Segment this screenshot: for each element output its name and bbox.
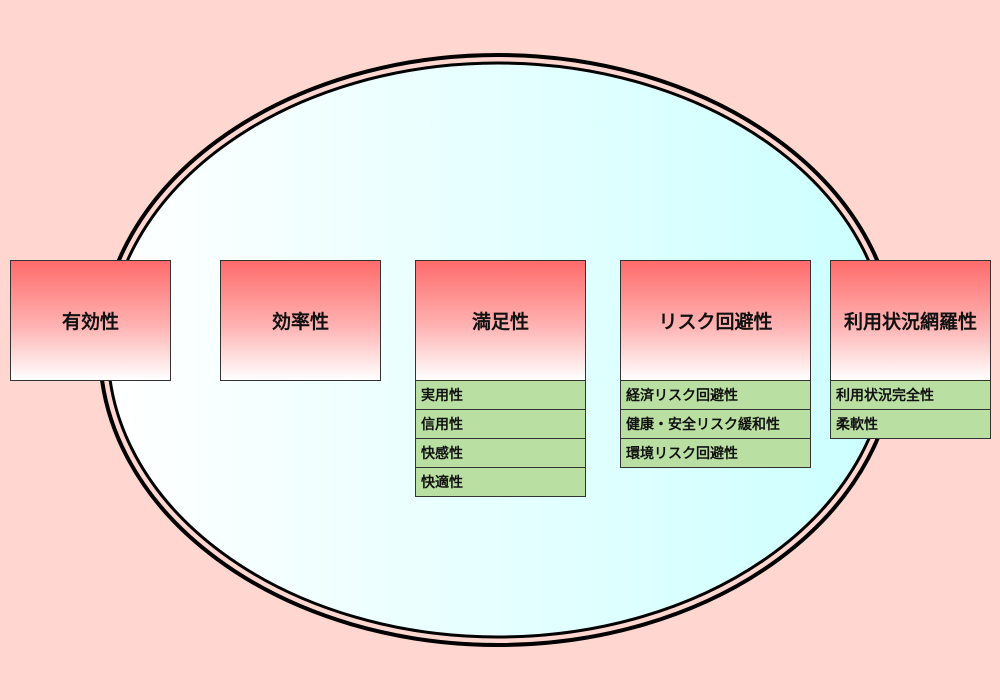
sub-item: 実用性 <box>415 380 586 410</box>
sub-item: 快適性 <box>415 467 586 497</box>
sub-item: 快感性 <box>415 438 586 468</box>
card-effectiveness: 有効性 <box>10 260 171 381</box>
sub-item: 健康・安全リスク緩和性 <box>620 409 811 439</box>
card-freedom-from-risk: リスク回避性 経済リスク回避性 健康・安全リスク緩和性 環境リスク回避性 <box>620 260 811 468</box>
card-title: 満足性 <box>415 260 586 381</box>
sub-item: 信用性 <box>415 409 586 439</box>
sub-item: 環境リスク回避性 <box>620 438 811 468</box>
card-context-coverage: 利用状況網羅性 利用状況完全性 柔軟性 <box>830 260 991 439</box>
sub-item: 柔軟性 <box>830 409 991 439</box>
sub-item: 経済リスク回避性 <box>620 380 811 410</box>
card-title: 効率性 <box>220 260 381 381</box>
card-satisfaction: 満足性 実用性 信用性 快感性 快適性 <box>415 260 586 497</box>
card-title: 有効性 <box>10 260 171 381</box>
card-title: 利用状況網羅性 <box>830 260 991 381</box>
card-title: リスク回避性 <box>620 260 811 381</box>
card-efficiency: 効率性 <box>220 260 381 381</box>
sub-item: 利用状況完全性 <box>830 380 991 410</box>
